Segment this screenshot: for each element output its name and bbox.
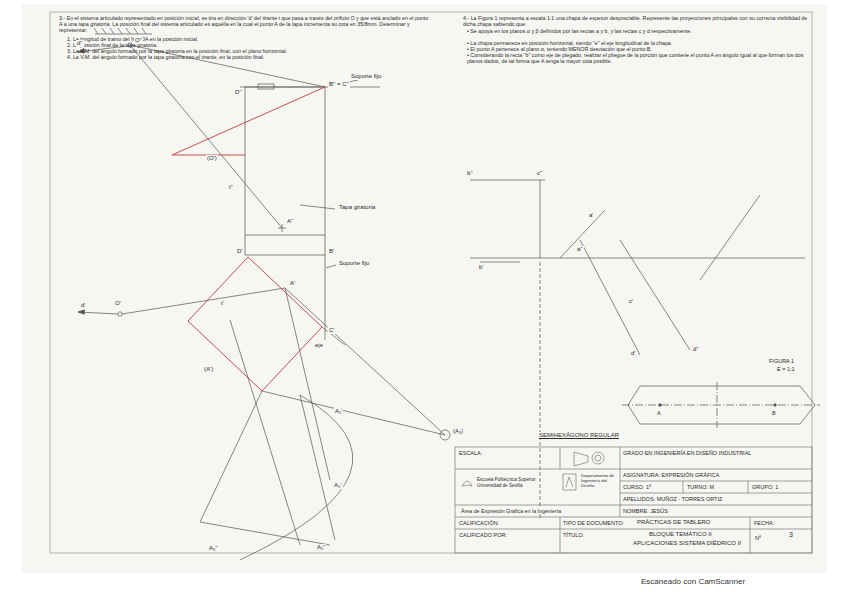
- drawing-label: FECHA:: [753, 520, 775, 526]
- statement-text: 1. La longitud de tramo del hilo OA en l…: [66, 36, 428, 42]
- drawing-label: eje: [314, 342, 324, 349]
- drawing-label: Nº: [754, 535, 762, 541]
- drawing-label: APLICACIONES SISTEMA DIÉDRICO II: [632, 540, 742, 547]
- drawing-label: (A₁): [452, 428, 464, 435]
- drawing-label: A'': [286, 218, 294, 225]
- drawing-label: b': [478, 264, 484, 271]
- drawing-label: Soporte fijo: [350, 73, 382, 80]
- drawing-label: t'': [228, 184, 234, 191]
- drawing-label: Universidad de Sevilla: [476, 483, 523, 488]
- statement-text: Departamento de Ingeniería del Diseño: [580, 474, 620, 489]
- drawing-label: TÍTULO:: [562, 532, 585, 538]
- drawing-label: O': [114, 300, 122, 307]
- statement-text: 4. La V.M. del ángulo formado por la tap…: [66, 54, 428, 60]
- drawing-label: BLOQUE TEMÁTICO II: [648, 531, 713, 538]
- drawing-label: d': [80, 302, 86, 309]
- drawing-label: A₁': [334, 408, 343, 415]
- statement-text: 3. La V.M. del ángulo formado por la tap…: [66, 48, 428, 54]
- drawing-label: B: [771, 410, 777, 416]
- drawing-label: t': [220, 300, 225, 307]
- statement-text: • El punto A pertenece al plano α, tenie…: [466, 46, 808, 52]
- drawing-label: Área de Expresión Gráfica en la Ingenier…: [460, 508, 562, 514]
- statement-text: 4.- La Figura 1 representa a escala 1:1 …: [462, 15, 809, 27]
- drawing-label: A₀': [333, 482, 343, 489]
- drawing-label: A₁'': [316, 544, 326, 551]
- drawing-label: a'': [576, 246, 584, 253]
- drawing-label: ESCALA:: [458, 450, 483, 456]
- drawing-label: GRUPO: 1: [751, 484, 779, 490]
- drawing-label: CALIFICACIÓN:: [458, 520, 500, 526]
- drawing-label: E = 1:1: [776, 366, 796, 372]
- title-block: [455, 447, 812, 553]
- drawing-label: D': [236, 248, 243, 255]
- statement-text: • La chapa permanece en posición horizon…: [466, 40, 808, 46]
- drawing-label: (A'): [203, 366, 214, 373]
- drawing-label: A: [656, 410, 662, 416]
- statement-text: • Se apoya en los planos α y β definidos…: [466, 28, 808, 34]
- drawing-label: D'': [234, 89, 243, 96]
- drawing-label: d'': [692, 346, 700, 353]
- drawing-label: GRADO EN INGENIERÍA EN DISEÑO INDUSTRIAL: [622, 450, 752, 456]
- statement-text: • Considerando la recta "b" como eje de …: [466, 52, 808, 64]
- drawing-label: c': [628, 298, 634, 305]
- drawing-label: CURSO: 1º: [622, 484, 652, 490]
- drawing-label: C': [328, 327, 335, 334]
- drawing-label: b'': [466, 170, 474, 177]
- statement-text: 2. La posición final de la tapa giratori…: [66, 42, 428, 48]
- drawing-label: B': [328, 248, 335, 255]
- drawing-label: APELLIDOS: MUÑOZ - TORRES ORTIZ: [622, 496, 723, 502]
- drawing-label: O'': [134, 37, 143, 44]
- drawing-label: 3: [788, 531, 794, 539]
- drawing-label: Tapa giratoria: [338, 204, 376, 211]
- drawing-label: Escaneado con CamScanner: [640, 577, 746, 586]
- drawing-label: (O'): [206, 155, 218, 162]
- drawing-label: A₀'': [208, 545, 219, 552]
- drawing-label: d': [630, 350, 636, 357]
- paper: [22, 4, 827, 573]
- drawing-label: d'': [76, 40, 84, 47]
- red-construction: [172, 87, 325, 391]
- drawing-label: ASIGNATURA: EXPRESIÓN GRÁFICA: [622, 472, 720, 478]
- drawing-label: PRÁCTICAS DE TABLERO: [636, 519, 711, 526]
- drawing-label: CALIFICADO POR:: [458, 532, 508, 538]
- drawing-label: NOMBRE: JESÚS: [622, 508, 669, 514]
- statement-text: 3.- En el sistema articulado representad…: [58, 15, 430, 33]
- drawing-label: TIPO DE DOCUMENTO:: [562, 520, 625, 526]
- drawing-label: B'' = C'': [328, 81, 350, 88]
- drawing-label: SEMIHEXÁGONO REGULAR: [538, 432, 620, 439]
- problem-3-drawing: [78, 28, 450, 560]
- drawing-label: Escuela Politécnica Superior: [476, 477, 536, 482]
- drawing-label: FIGURA 1: [768, 358, 795, 364]
- drawing-label: A': [289, 280, 296, 287]
- drawing-label: TURNO: M: [686, 484, 715, 490]
- drawing-label: Soporte fijo: [338, 260, 370, 267]
- drawing-label: a': [588, 212, 594, 219]
- drawing-label: c'': [536, 170, 543, 177]
- frame: [50, 12, 812, 553]
